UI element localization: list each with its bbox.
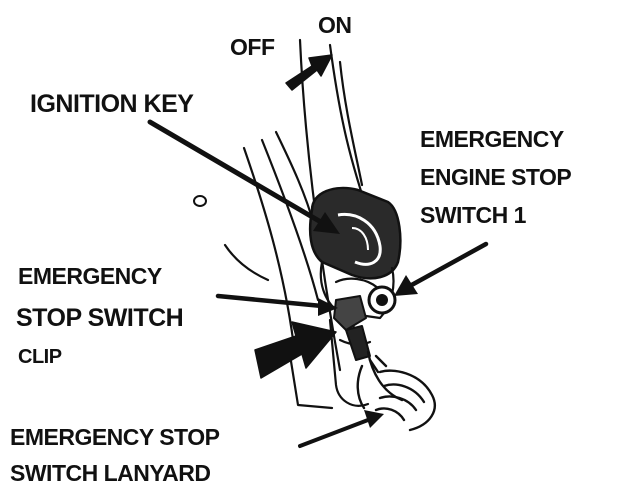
stop-switch-clip-label-line-2: STOP SWITCH [16,306,183,331]
stop-switch-clip-label-line-1: EMERGENCY [18,265,162,288]
on-label: ON [318,14,352,37]
emergency-engine-stop-switch [369,287,395,313]
ignition-key-label: IGNITION KEY [30,92,193,117]
stop-switch-clip [334,296,370,360]
engine-stop-switch-label-line-2: ENGINE STOP [420,166,571,189]
engine-stop-switch-label-line-3: SWITCH 1 [420,204,526,227]
engine-stop-switch-label-line-1: EMERGENCY [420,128,564,151]
stop-switch-clip-label-line-3: CLIP [18,347,62,367]
lanyard-label-line-2: SWITCH LANYARD [10,462,210,485]
lanyard-leader [300,410,384,446]
mounting-hole [194,196,206,206]
off-label: OFF [230,36,275,59]
clip-pointer-arrow [255,322,336,378]
rotation-arrow [286,55,332,90]
lanyard-label-line-1: EMERGENCY STOP [10,426,219,449]
stop-switch-clip-leader [218,296,338,316]
engine-stop-switch-leader [394,244,486,296]
